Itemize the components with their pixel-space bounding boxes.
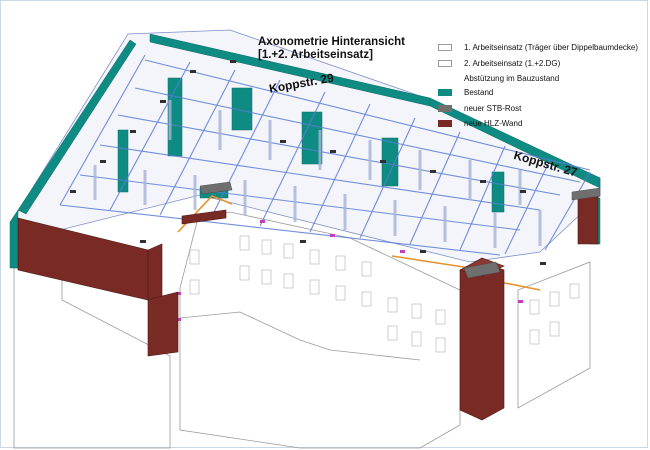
title-line-1: Axonometrie Hinteransicht: [258, 36, 405, 48]
hlz-wall-right-end: [577, 195, 599, 245]
legend-swatch-outline: [438, 44, 452, 52]
legend-item-stb-rost: neuer STB-Rost: [438, 101, 643, 117]
legend-item-2: 2. Arbeitseinsatz (1.+2.DG): [438, 56, 643, 72]
legend-swatch-bestand: [438, 89, 452, 97]
legend-item-hlz-wand: neue HLZ-Wand: [438, 116, 643, 132]
bestand-walls: [9, 33, 601, 269]
hlz-wall-right-pier: [459, 261, 505, 421]
legend-swatch-outline: [438, 59, 452, 67]
legend-label: neuer STB-Rost: [464, 103, 522, 113]
legend-item-1: 1. Arbeitseinsatz (Träger über Dippelbau…: [438, 40, 643, 56]
stb-rost: [199, 181, 601, 279]
hlz-wall-left-return: [147, 243, 163, 301]
legend-swatch-stb-rost: [438, 104, 452, 112]
legend: 1. Arbeitseinsatz (Träger über Dippelbau…: [438, 40, 643, 132]
title-line-2: [1.+2. Arbeitseinsatz]: [258, 49, 373, 61]
legend-swatch-hlz-wand: [438, 120, 452, 128]
courtyard-ground: [179, 311, 421, 361]
dimension-annotations: [70, 60, 546, 265]
legend-label: 1. Arbeitseinsatz (Träger über Dippelbau…: [464, 43, 639, 53]
legend-label: neue HLZ-Wand: [464, 119, 523, 129]
hlz-wall-mid: [181, 209, 227, 225]
timber-posts: [93, 100, 542, 248]
drawing-title: Axonometrie Hinteransicht [1.+2. Arbeits…: [258, 36, 405, 62]
windows: [189, 235, 580, 353]
legend-label: Bestand: [464, 88, 494, 98]
hlz-wall-left-face: [17, 217, 149, 301]
hlz-wall-left-pier: [147, 291, 179, 357]
right-wing-facade: [517, 261, 591, 409]
steel-frame-grid: [59, 54, 591, 256]
legend-label: 2. Arbeitseinsatz (1.+2.DG): [464, 58, 561, 68]
legend-header: Abstützung im Bauzustand: [464, 73, 560, 83]
legend-item-bestand: Bestand: [438, 85, 643, 101]
